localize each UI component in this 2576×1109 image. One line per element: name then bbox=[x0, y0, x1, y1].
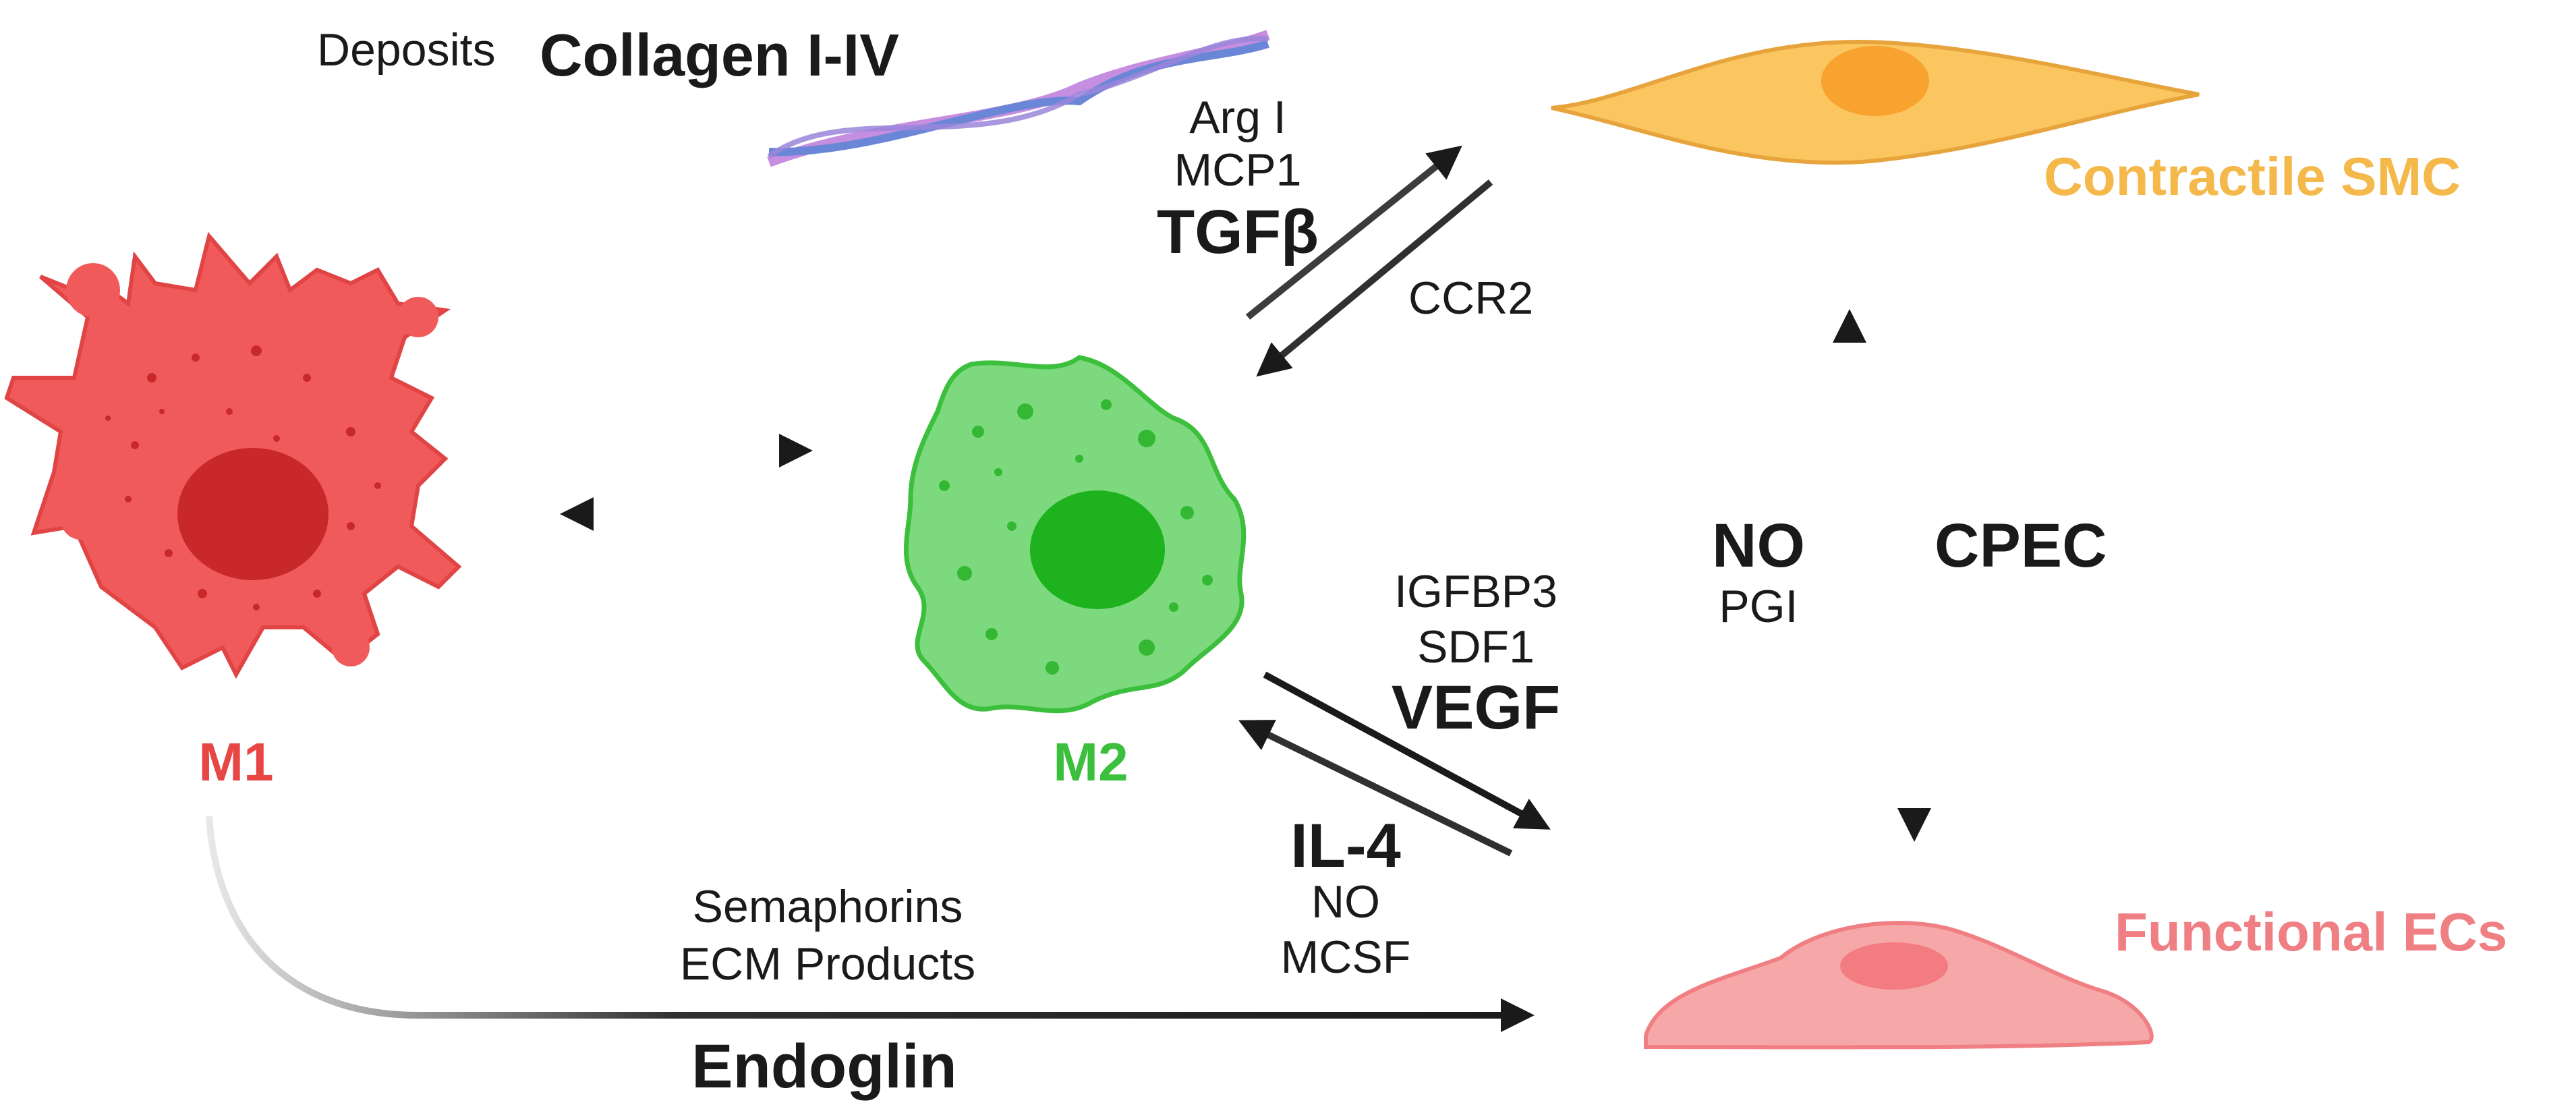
smc-cell-icon bbox=[1551, 39, 2200, 165]
tgfb-label: TGFβ bbox=[1156, 198, 1319, 266]
ccr2-label: CCR2 bbox=[1408, 273, 1534, 324]
arrow-smc-to-m2 bbox=[1256, 179, 1493, 377]
sdf1-label: SDF1 bbox=[1417, 621, 1535, 673]
no-label: NO bbox=[1712, 511, 1805, 580]
m2-label: M2 bbox=[1053, 732, 1128, 792]
mcp1-label: MCP1 bbox=[1174, 144, 1302, 196]
vegf-label: VEGF bbox=[1391, 673, 1561, 742]
collagen-label: Collagen I-IV bbox=[540, 22, 899, 88]
smc-label: Contractile SMC bbox=[2044, 146, 2461, 206]
mcsf-label: MCSF bbox=[1280, 932, 1411, 983]
endoglin-label: Endoglin bbox=[691, 1032, 957, 1101]
pgi-label: PGI bbox=[1719, 581, 1798, 632]
arrows bbox=[206, 145, 1931, 1032]
arrow-ec-to-m2 bbox=[1238, 720, 1513, 857]
m1-macrophage-icon bbox=[4, 231, 462, 679]
ec-label: Functional ECs bbox=[2115, 902, 2508, 962]
no-m2-label: NO bbox=[1311, 876, 1380, 928]
il4-label: IL-4 bbox=[1290, 812, 1401, 880]
arg-label: Arg I bbox=[1189, 92, 1286, 143]
m2-macrophage-icon bbox=[903, 355, 1247, 714]
semaphorins-label: Semaphorins bbox=[692, 881, 963, 932]
collagen-fiber-icon bbox=[767, 30, 1270, 167]
igfbp3-label: IGFBP3 bbox=[1394, 566, 1557, 617]
m1-label: M1 bbox=[198, 732, 274, 792]
ecm-products-label: ECM Products bbox=[679, 938, 976, 990]
deposits-label: Deposits bbox=[317, 24, 496, 76]
ec-cell-icon bbox=[1644, 921, 2154, 1050]
cpec-label: CPEC bbox=[1935, 511, 2107, 580]
arrow-m2-to-smc bbox=[1245, 145, 1462, 320]
arrow-m1-to-ec bbox=[206, 816, 1535, 1032]
arrow-m2-to-ec bbox=[1263, 671, 1551, 830]
